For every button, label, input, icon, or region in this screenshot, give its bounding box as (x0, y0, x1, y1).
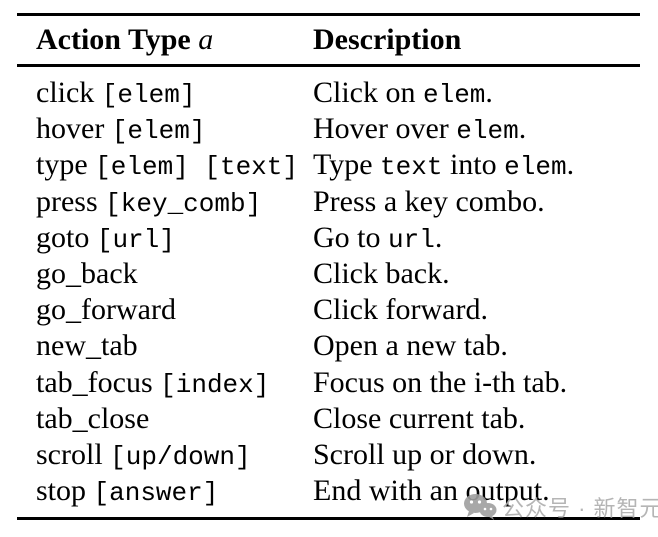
text-segment: Focus on the i-th tab. (313, 365, 568, 399)
table-row: stop [answer]End with an output. (17, 473, 640, 509)
header-description-label: Description (313, 23, 640, 57)
description-cell: Close current tab. (313, 402, 640, 436)
text-segment: Action Type (36, 23, 199, 56)
table-row: scroll [up/down]Scroll up or down. (17, 437, 640, 473)
text-segment: [index] (160, 369, 270, 400)
action-type-cell: new_tab (17, 329, 313, 363)
text-segment: [up/down] (110, 441, 251, 472)
text-segment: go_forward (36, 293, 176, 327)
action-type-cell: stop [answer] (17, 474, 313, 508)
text-segment: Open a new tab. (313, 329, 508, 363)
text-segment: Type (313, 148, 381, 182)
text-segment: [elem] (111, 116, 206, 147)
text-segment: text (380, 152, 443, 183)
text-segment: elem (423, 80, 486, 111)
description-cell: Click on elem. (313, 76, 640, 110)
action-type-cell: click [elem] (17, 76, 313, 110)
text-segment: a (198, 23, 214, 56)
description-cell: Go to url. (313, 221, 640, 255)
table-row: goto [url]Go to url. (17, 220, 640, 256)
action-type-cell: goto [url] (17, 221, 313, 255)
table-row: click [elem]Click on elem. (17, 75, 640, 111)
text-segment: new_tab (36, 329, 138, 363)
table-header-row: Action Type a Description (17, 16, 640, 64)
text-segment: End with an output. (313, 474, 550, 508)
text-segment: [url] (96, 224, 175, 255)
text-segment: into (442, 148, 505, 182)
table-row: go_back Click back. (17, 256, 640, 292)
table-body: click [elem]Click on elem.hover [elem]Ho… (17, 75, 640, 509)
text-segment: [elem] (101, 80, 196, 111)
action-type-cell: tab_focus [index] (17, 366, 313, 400)
description-cell: Press a key combo. (313, 185, 640, 219)
text-segment: Press a key combo. (313, 184, 545, 218)
table-top-rule (17, 13, 640, 16)
text-segment: Description (313, 23, 462, 56)
text-segment: Close current tab. (313, 401, 526, 435)
text-segment: . (566, 148, 575, 182)
description-cell: Scroll up or down. (313, 438, 640, 472)
text-segment: tab_focus (36, 365, 161, 399)
text-segment: url (388, 224, 435, 255)
description-cell: Type text into elem. (313, 148, 640, 182)
table-row: type [elem] [text]Type text into elem. (17, 147, 640, 183)
text-segment: Hover over (313, 112, 457, 146)
description-cell: Click back. (313, 257, 640, 291)
text-segment: press (36, 184, 106, 218)
action-type-cell: hover [elem] (17, 112, 313, 146)
text-segment: hover (36, 112, 112, 146)
text-segment: tab_close (36, 401, 150, 435)
text-segment: Click forward. (313, 293, 488, 327)
action-type-cell: tab_close (17, 402, 313, 436)
text-segment: Scroll up or down. (313, 437, 537, 471)
text-segment: Click back. (313, 257, 450, 291)
chat-bubbles-icon (464, 494, 497, 520)
description-cell: Open a new tab. (313, 329, 640, 363)
action-type-cell: go_forward (17, 293, 313, 327)
text-segment: [key_comb] (105, 188, 262, 219)
text-segment: stop (36, 474, 94, 508)
table-row: hover [elem]Hover over elem. (17, 111, 640, 147)
description-cell: Click forward. (313, 293, 640, 327)
table-row: go_forward Click forward. (17, 292, 640, 328)
table-row: tab_focus [index]Focus on the i-th tab. (17, 365, 640, 401)
description-cell: Hover over elem. (313, 112, 640, 146)
table-row: new_tab Open a new tab. (17, 328, 640, 364)
text-segment: goto (36, 220, 97, 254)
watermark-text: 公众号 · 新智元 (502, 496, 658, 521)
text-segment: . (518, 112, 527, 146)
table-row: tab_close Close current tab. (17, 401, 640, 437)
action-type-cell: type [elem] [text] (17, 148, 313, 182)
text-segment: . (434, 220, 443, 254)
text-segment: type (36, 148, 96, 182)
text-segment: click (36, 76, 102, 110)
header-action-type-label: Action Type a (17, 23, 313, 57)
watermark: 公众号 · 新智元 (463, 492, 658, 522)
text-segment: go_back (36, 257, 138, 291)
text-segment: [elem] [text] (95, 152, 298, 183)
table-row: press [key_comb]Press a key combo. (17, 184, 640, 220)
text-segment: Go to (313, 220, 388, 254)
text-segment: Click on (313, 76, 423, 110)
text-segment: [answer] (93, 478, 219, 509)
table-header-rule (17, 64, 640, 67)
action-type-cell: go_back (17, 257, 313, 291)
text-segment: scroll (36, 437, 111, 471)
table-bottom-rule (17, 517, 640, 520)
description-cell: Focus on the i-th tab. (313, 366, 640, 400)
action-type-cell: press [key_comb] (17, 185, 313, 219)
action-type-cell: scroll [up/down] (17, 438, 313, 472)
text-segment: elem (456, 116, 519, 147)
text-segment: . (485, 76, 493, 110)
text-segment: elem (504, 152, 567, 183)
description-cell: End with an output. (313, 474, 640, 508)
